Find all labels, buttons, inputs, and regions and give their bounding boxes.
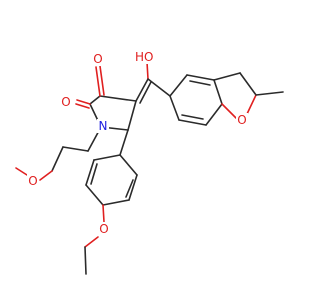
bond	[119, 129, 129, 156]
bond	[189, 80, 211, 86]
label-background	[236, 113, 248, 127]
bond	[255, 91, 284, 96]
label-background	[98, 222, 110, 236]
bond-layer	[15, 61, 284, 275]
furan-oxygen-label: O	[237, 113, 246, 127]
hydroxyl-label: HO	[135, 50, 153, 64]
bond	[205, 103, 223, 126]
ethoxy-oxygen-label: O	[99, 222, 108, 236]
bond	[135, 78, 149, 102]
bond	[186, 74, 215, 81]
bond	[169, 95, 180, 121]
label-background	[97, 119, 109, 133]
bond	[95, 66, 101, 97]
bond	[76, 99, 91, 105]
bond	[84, 236, 99, 248]
bond	[15, 167, 28, 176]
bond	[178, 119, 207, 126]
bond	[85, 184, 104, 206]
bond	[239, 72, 257, 96]
label-background	[27, 174, 39, 188]
bond	[89, 95, 101, 105]
bond	[99, 95, 137, 102]
bond	[139, 81, 152, 104]
bond	[39, 170, 53, 181]
bond	[102, 199, 130, 206]
bond	[62, 146, 89, 152]
bond	[99, 65, 105, 96]
bond	[51, 146, 64, 172]
bond	[147, 78, 171, 97]
bond	[146, 61, 149, 80]
bond	[93, 154, 121, 161]
label-background	[60, 95, 72, 109]
bond	[221, 103, 237, 119]
methoxy-oxygen-label: O	[28, 174, 37, 188]
bond	[213, 72, 241, 81]
bond	[119, 154, 138, 176]
label-background	[92, 52, 104, 66]
bond	[90, 163, 98, 185]
bond	[125, 179, 134, 198]
ketone-oxygen-top-label: O	[93, 52, 102, 66]
bond	[181, 114, 204, 120]
bond	[127, 100, 137, 131]
ring-nitrogen-label: N	[99, 119, 108, 133]
bond	[169, 74, 188, 97]
ketone-oxygen-left-label: O	[61, 95, 70, 109]
label-background	[135, 50, 153, 64]
bond	[75, 103, 90, 109]
bond	[128, 174, 138, 201]
bond	[85, 159, 95, 186]
molecule-structure-diagram: HO O O N O O O	[15, 50, 284, 275]
bond	[246, 94, 257, 115]
bond	[213, 79, 223, 105]
atom-label-layer: HO O O N O O O	[27, 50, 248, 236]
bond	[102, 204, 105, 223]
bond	[84, 246, 87, 275]
